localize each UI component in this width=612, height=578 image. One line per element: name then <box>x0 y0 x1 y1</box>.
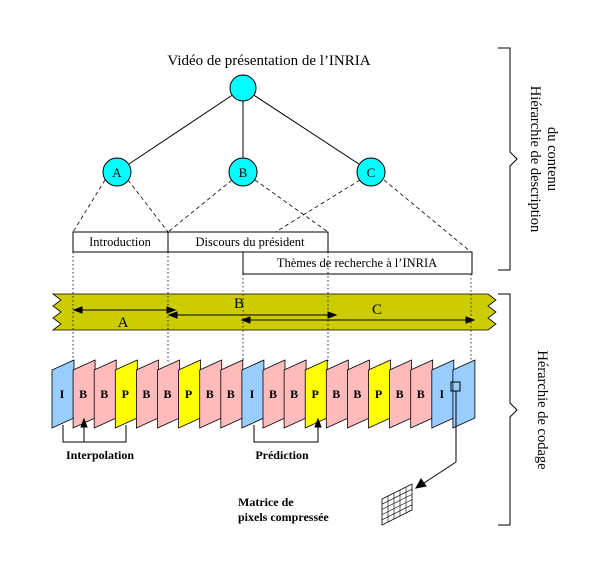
interpolation-label: Interpolation <box>66 448 134 462</box>
coding-label: Hérarchie de codage <box>534 350 550 469</box>
segment-introduction: Introduction <box>72 231 169 253</box>
frame-14-label: B <box>332 387 340 401</box>
edge-root-a <box>116 87 244 173</box>
frame-9-label: B <box>227 387 235 401</box>
link-a-right <box>127 179 169 233</box>
prediction-bracket <box>253 417 322 443</box>
pixel-matrix-row-line <box>381 488 413 505</box>
node-a: A <box>102 157 132 187</box>
link-b-left <box>167 179 233 233</box>
edge-root-c <box>242 87 372 173</box>
node-a-circle <box>102 157 132 187</box>
frame-4-label: P <box>122 387 129 401</box>
arrow-b <box>167 311 338 319</box>
frame-5-label: B <box>142 387 150 401</box>
timeline-band <box>51 293 497 331</box>
link-a-left <box>72 179 106 233</box>
pixel-matrix <box>381 483 413 526</box>
pixel-matrix-border <box>381 483 413 526</box>
frame-8-label: B <box>206 387 214 401</box>
segment-themes: Thèmes de recherche à l’INRIA <box>242 251 473 275</box>
frame-3-label: B <box>100 387 108 401</box>
frame-6-label: B <box>163 387 171 401</box>
segment-introduction-label: Introduction <box>89 235 152 249</box>
arrow-c <box>240 316 476 324</box>
segment-themes-label: Thèmes de recherche à l’INRIA <box>277 256 437 270</box>
description-brace <box>498 47 518 271</box>
frame-17-label: B <box>396 387 404 401</box>
band-label-c: C <box>372 302 382 318</box>
frame-12-label: B <box>290 387 298 401</box>
frame-2-label: B <box>79 387 87 401</box>
frame-13-label: P <box>312 387 319 401</box>
frame-1-label: I <box>60 387 65 401</box>
node-c: C <box>356 157 386 187</box>
matrix-label-line2: pixels compressée <box>238 510 329 524</box>
coding-brace <box>498 293 518 526</box>
matrix-arrow <box>415 391 457 489</box>
node-b-label: B <box>239 165 248 180</box>
pixel-matrix-row-line <box>381 494 413 510</box>
frame-7-label: P <box>185 387 192 401</box>
prediction-label: Prédiction <box>255 448 309 462</box>
segment-discours: Discours du président <box>167 231 329 253</box>
description-label-line2: du contenu <box>544 127 560 191</box>
segment-themes-box <box>242 251 473 275</box>
link-c-right <box>383 179 472 253</box>
arrow-a <box>72 306 177 314</box>
node-a-label: A <box>112 165 122 180</box>
band-arrows <box>72 306 476 324</box>
tree-edges <box>116 87 372 173</box>
frame-16-label: P <box>375 387 382 401</box>
frame-18-label: B <box>417 387 425 401</box>
frame-19-label: I <box>439 387 444 401</box>
description-label-line1: Hiérarchie de description <box>527 86 543 233</box>
alignment-lines <box>72 252 472 362</box>
frame-11-label: B <box>269 387 277 401</box>
node-c-label: C <box>367 165 376 180</box>
band-label-b: B <box>234 296 244 312</box>
node-b-circle <box>228 157 258 187</box>
pixel-matrix-row-line <box>381 504 413 521</box>
node-c-circle <box>356 157 386 187</box>
diagram-title: Vidéo de présentation de l’INRIA <box>167 53 370 69</box>
pixel-matrix-row-line <box>381 499 413 515</box>
band-label-a: A <box>118 315 129 331</box>
matrix-label-line1: Matrice de <box>238 495 294 509</box>
frame-20 <box>452 359 476 429</box>
interpolation-bracket <box>62 417 127 443</box>
frame-15-label: B <box>353 387 361 401</box>
segment-discours-label: Discours du président <box>195 235 305 249</box>
frame-10-label: I <box>250 387 255 401</box>
link-b-right <box>254 179 329 233</box>
node-b: B <box>228 157 258 187</box>
root-node <box>229 74 257 102</box>
